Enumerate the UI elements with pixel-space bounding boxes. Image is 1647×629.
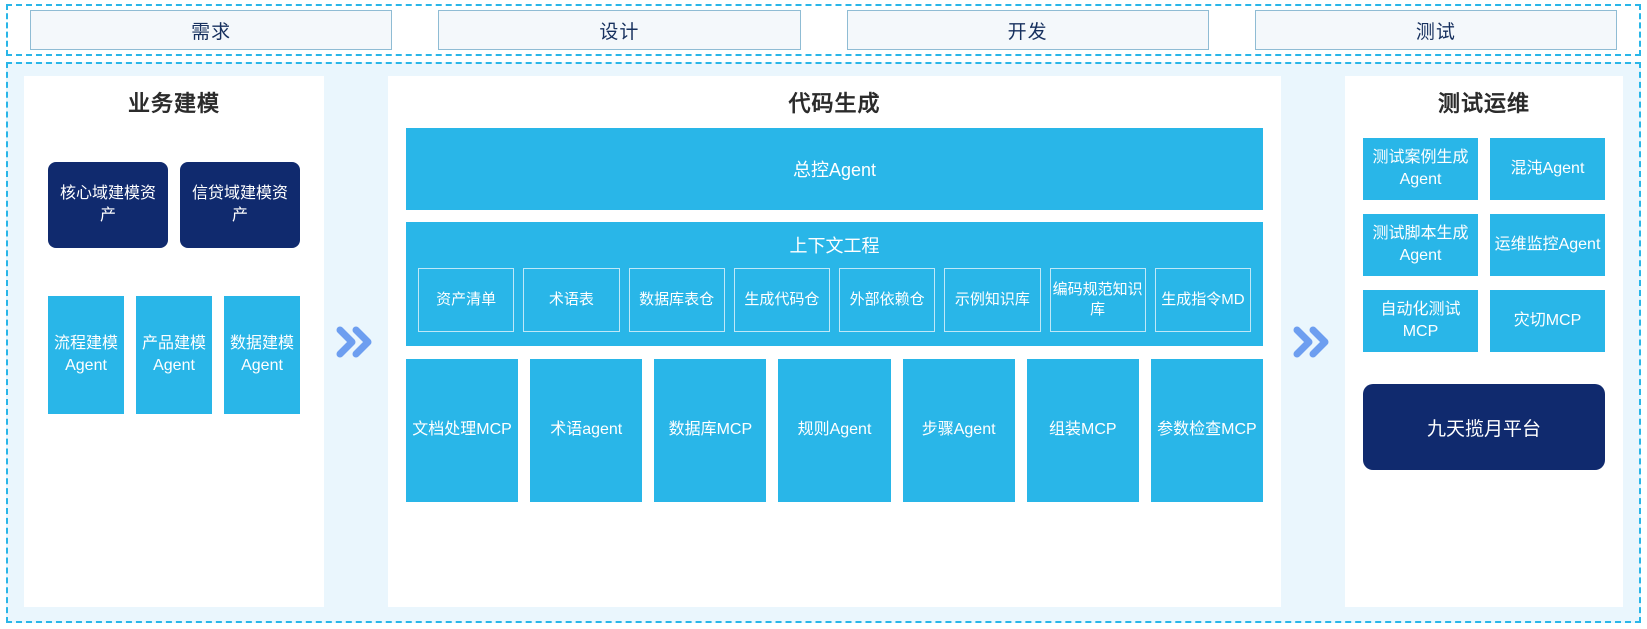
main-frame: 业务建模 核心域建模资产 信贷域建模资产 流程建模Agent 产品建模Agent… [6,62,1641,623]
tool-label: 数据库MCP [668,421,753,439]
context-item-example-knowledge-base[interactable]: 示例知识库 [944,268,1041,332]
tool-label: 规则Agent [797,421,872,439]
context-item-external-dependency-repo[interactable]: 外部依赖仓 [839,268,936,332]
phase-label: 开发 [1007,21,1048,43]
card-test-script-generation-agent[interactable]: 测试脚本生成Agent [1363,214,1478,276]
phase-box-design[interactable]: 设计 [438,10,801,50]
card-automated-test-mcp[interactable]: 自动化测试MCP [1363,290,1478,352]
panel-title-code-generation: 代码生成 [788,91,881,116]
tool-card-rule-agent[interactable]: 规则Agent [778,359,891,502]
panel-title-business-modeling: 业务建模 [127,91,220,116]
tool-card-document-processing-mcp[interactable]: 文档处理MCP [406,359,519,502]
card-label: 运维监控Agent [1494,236,1601,254]
asset-card-credit-domain[interactable]: 信贷域建模资产 [180,162,300,248]
context-item-generated-code-repo[interactable]: 生成代码仓 [733,268,830,332]
phase-box-requirements[interactable]: 需求 [30,10,393,50]
context-item-generation-instruction-md[interactable]: 生成指令MD [1154,268,1251,332]
context-item-asset-list[interactable]: 资产清单 [418,268,515,332]
context-engineering-title: 上下文工程 [789,236,880,256]
card-label: 混沌Agent [1510,160,1585,178]
flow-arrow-right-icon [1281,76,1345,607]
panel-code-generation: 代码生成 总控Agent 上下文工程 资产清单 术语表 数据库表仓 [388,76,1281,607]
agent-card-data-modeling[interactable]: 数据建模Agent [224,296,300,414]
card-label: 测试案例生成Agent [1372,149,1469,188]
platform-label: 九天揽月平台 [1426,418,1541,440]
business-asset-row: 核心域建模资产 信贷域建模资产 [40,162,308,248]
card-test-case-generation-agent[interactable]: 测试案例生成Agent [1363,138,1478,200]
agent-card-product-modeling[interactable]: 产品建模Agent [136,296,212,414]
context-item-label: 编码规范知识库 [1052,281,1143,318]
asset-card-core-domain[interactable]: 核心域建模资产 [48,162,168,248]
agent-card-process-modeling[interactable]: 流程建模Agent [48,296,124,414]
phase-strip: 需求 设计 开发 测试 [6,4,1641,56]
phase-label: 测试 [1415,21,1456,43]
card-label: 灾切MCP [1513,312,1582,330]
card-label: 测试脚本生成Agent [1372,225,1469,264]
phase-label: 需求 [191,21,232,43]
tool-card-step-agent[interactable]: 步骤Agent [902,359,1015,502]
asset-label: 核心域建模资产 [59,185,156,224]
asset-label: 信贷域建模资产 [191,185,288,224]
master-agent-label: 总控Agent [792,160,877,180]
panel-test-operations: 测试运维 测试案例生成Agent 混沌Agent 测试脚本生成Agent 运维监… [1345,76,1623,607]
phase-box-testing[interactable]: 测试 [1254,10,1617,50]
card-ops-monitoring-agent[interactable]: 运维监控Agent [1490,214,1605,276]
agent-label: 数据建模Agent [229,334,294,374]
agent-label: 流程建模Agent [53,334,118,374]
context-item-label: 外部依赖仓 [849,291,925,309]
tool-row: 文档处理MCP 术语agent 数据库MCP 规则Agent 步骤Agent 组… [406,359,1263,502]
tool-card-assembly-mcp[interactable]: 组装MCP [1026,359,1139,502]
flow-arrow-left-icon [324,76,388,607]
card-label: 自动化测试MCP [1380,301,1461,340]
test-ops-grid: 测试案例生成Agent 混沌Agent 测试脚本生成Agent 运维监控Agen… [1363,138,1605,352]
tool-label: 步骤Agent [921,421,996,439]
context-item-glossary[interactable]: 术语表 [523,268,620,332]
context-item-coding-standard-knowledge-base[interactable]: 编码规范知识库 [1049,268,1146,332]
tool-label: 术语agent [550,421,623,439]
tool-card-parameter-check-mcp[interactable]: 参数检查MCP [1150,359,1263,502]
context-item-label: 资产清单 [436,291,497,309]
context-item-label: 数据库表仓 [639,291,715,309]
tool-label: 组装MCP [1048,421,1117,439]
context-engineering-block: 上下文工程 资产清单 术语表 数据库表仓 生成代码仓 外部依赖仓 [406,222,1263,346]
agent-label: 产品建模Agent [141,334,206,374]
tool-card-glossary-agent[interactable]: 术语agent [530,359,643,502]
tool-label: 参数检查MCP [1157,421,1257,439]
context-item-label: 示例知识库 [954,291,1030,309]
card-chaos-agent[interactable]: 混沌Agent [1490,138,1605,200]
panel-business-modeling: 业务建模 核心域建模资产 信贷域建模资产 流程建模Agent 产品建模Agent… [24,76,324,607]
context-item-row: 资产清单 术语表 数据库表仓 生成代码仓 外部依赖仓 示例知 [418,268,1251,332]
panel-title-test-operations: 测试运维 [1437,91,1530,116]
master-agent-bar[interactable]: 总控Agent [406,128,1263,210]
platform-card-jiutian-lanyue[interactable]: 九天揽月平台 [1363,384,1605,470]
business-agent-row: 流程建模Agent 产品建模Agent 数据建模Agent [40,296,308,414]
context-item-label: 生成代码仓 [744,291,820,309]
phase-box-development[interactable]: 开发 [846,10,1209,50]
context-item-label: 术语表 [548,291,594,309]
context-item-label: 生成指令MD [1161,291,1245,309]
tool-card-database-mcp[interactable]: 数据库MCP [654,359,767,502]
tool-label: 文档处理MCP [412,421,512,439]
context-item-db-table-repo[interactable]: 数据库表仓 [628,268,725,332]
card-disaster-switch-mcp[interactable]: 灾切MCP [1490,290,1605,352]
phase-label: 设计 [599,21,640,43]
